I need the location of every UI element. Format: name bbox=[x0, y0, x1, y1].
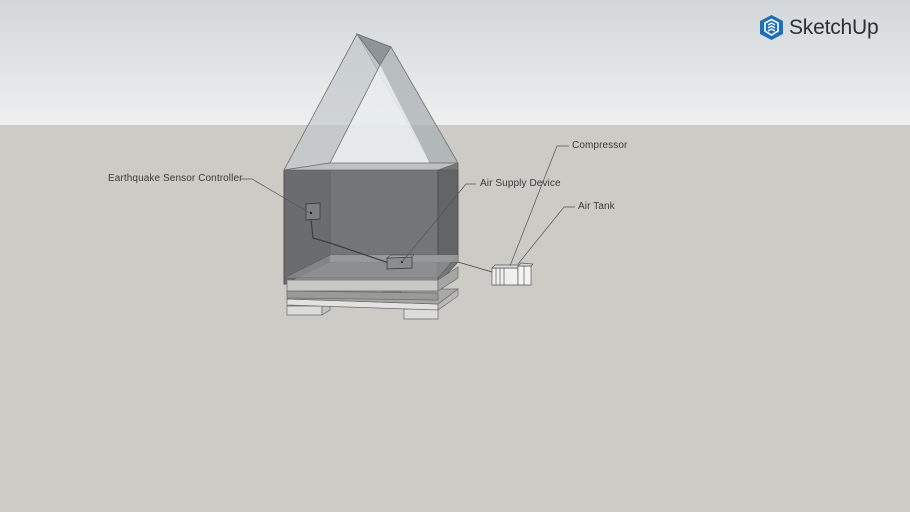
label-air-supply-device: Air Supply Device bbox=[480, 178, 561, 189]
house-body bbox=[283, 162, 459, 292]
air-supply-device[interactable] bbox=[386, 254, 415, 270]
pallet bbox=[285, 288, 460, 320]
label-air-tank: Air Tank bbox=[578, 201, 615, 212]
sketchup-wordmark: SketchUp bbox=[789, 15, 879, 39]
sky-background bbox=[0, 0, 910, 125]
sketchup-logo: SketchUp bbox=[760, 15, 879, 40]
label-earthquake-sensor-controller: Earthquake Sensor Controller bbox=[108, 173, 243, 184]
roof bbox=[283, 33, 459, 171]
annotation-leader-lines bbox=[240, 145, 575, 267]
sketchup-logo-icon bbox=[760, 15, 783, 40]
compressor-air-tank[interactable] bbox=[457, 261, 534, 286]
label-compressor: Compressor bbox=[572, 140, 628, 151]
earthquake-sensor-controller[interactable] bbox=[305, 202, 396, 266]
